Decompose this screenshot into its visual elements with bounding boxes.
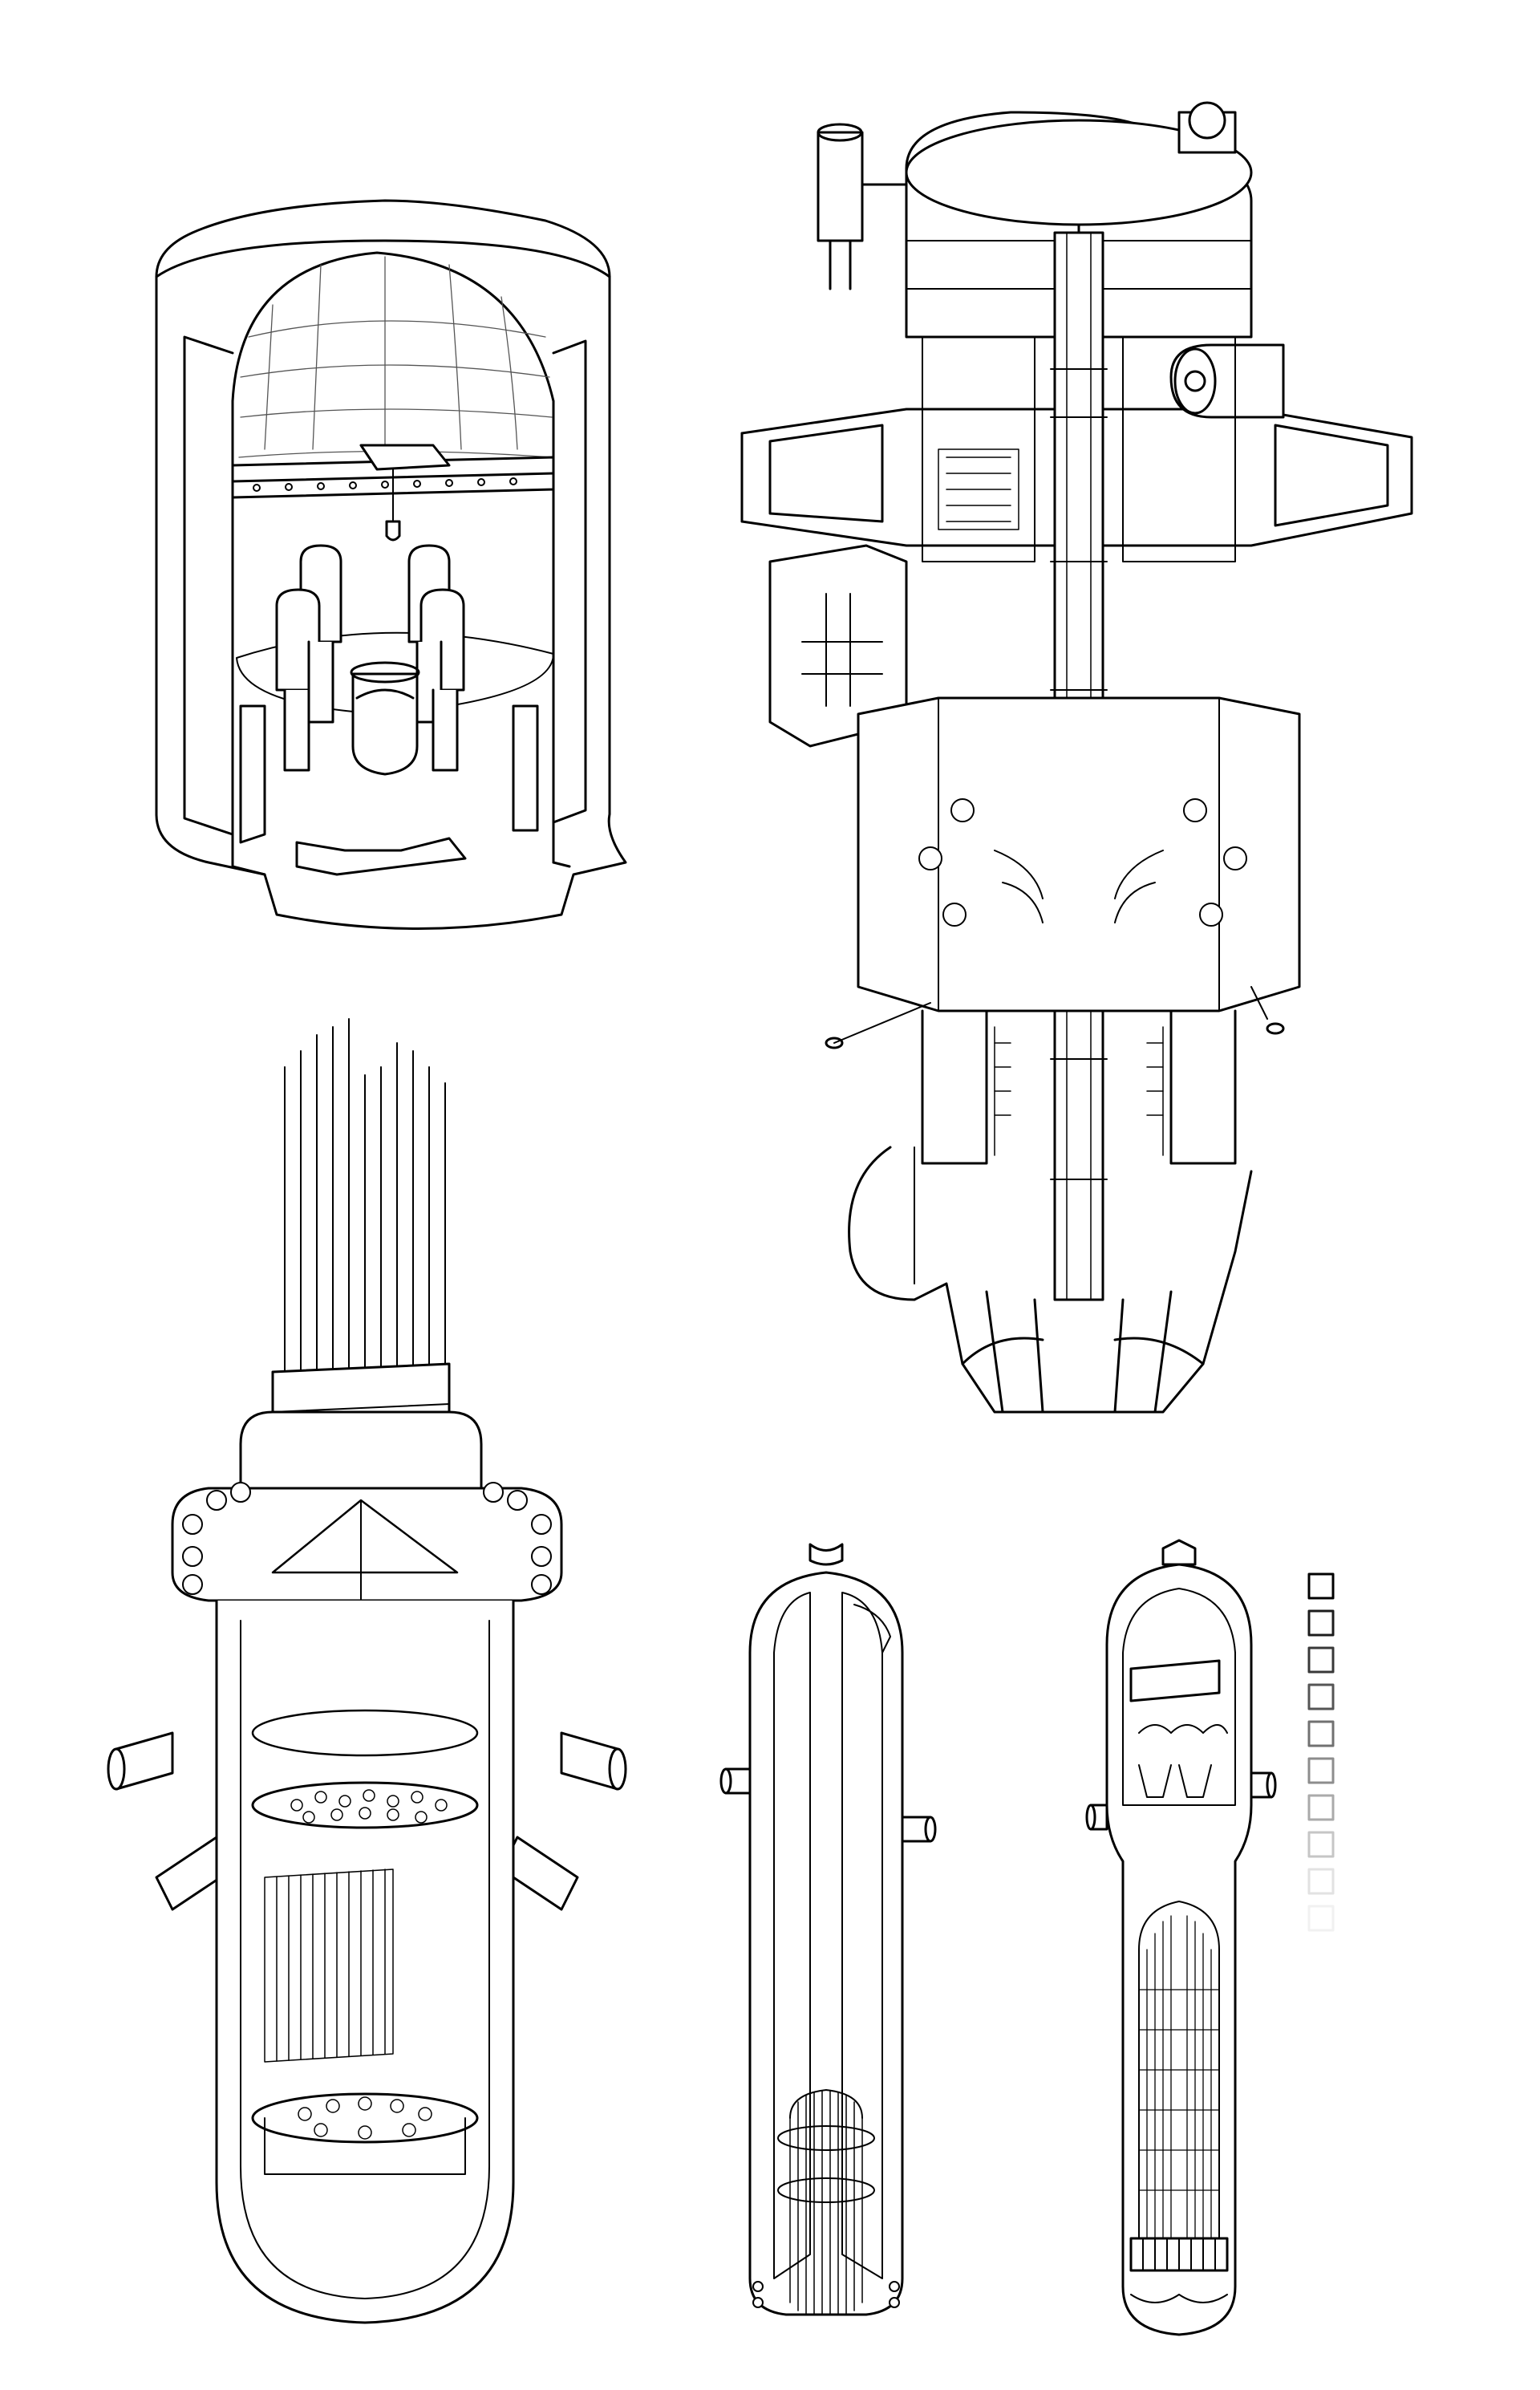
reactor-pressure-vessel-cutaway bbox=[107, 1018, 627, 2324]
pressurizer-cutaway bbox=[719, 1543, 937, 2316]
swatch-box bbox=[1307, 1831, 1335, 1858]
swatch-box bbox=[1307, 1868, 1335, 1895]
steam-generator-cutaway bbox=[1085, 1539, 1277, 2336]
swatch-box bbox=[1307, 1572, 1335, 1600]
swatch-box bbox=[1307, 1646, 1335, 1674]
swatch-box bbox=[1307, 1794, 1335, 1821]
swatch-box bbox=[1307, 1720, 1335, 1747]
swatch-box bbox=[1307, 1757, 1335, 1784]
swatch-box bbox=[1307, 1683, 1335, 1710]
grey-swatch-legend bbox=[1307, 1572, 1335, 1932]
swatch-box bbox=[1307, 1609, 1335, 1637]
containment-building-cutaway bbox=[155, 199, 627, 930]
swatch-box bbox=[1307, 1905, 1335, 1932]
reactor-coolant-pump-cutaway bbox=[740, 101, 1413, 1414]
